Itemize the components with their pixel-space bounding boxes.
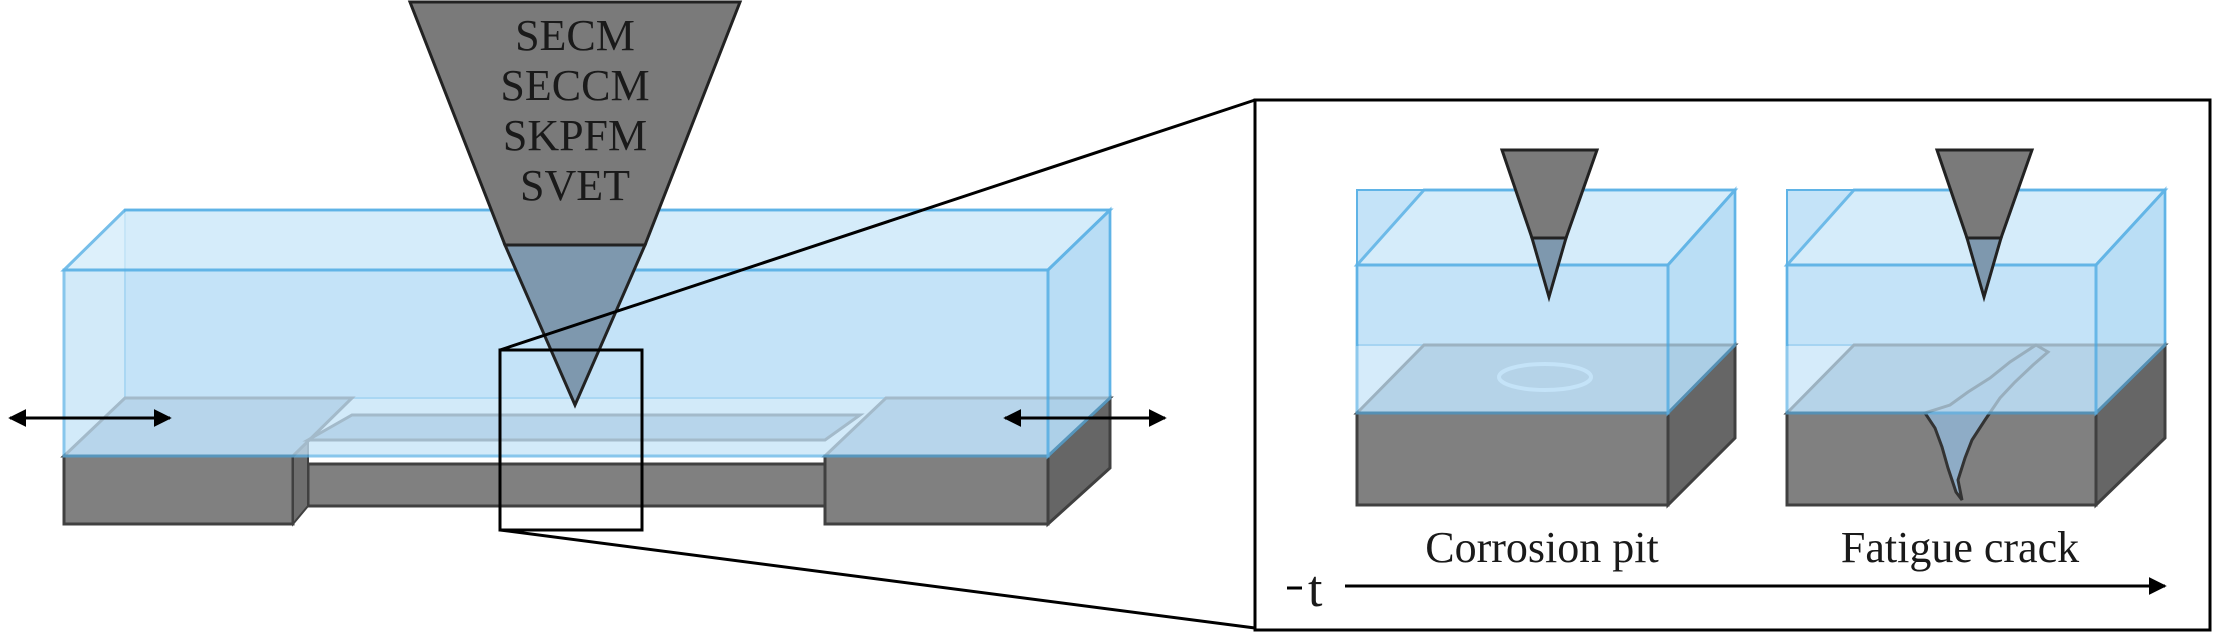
corrosion-probe-immersed <box>1530 236 1568 303</box>
corrosion-pit-label: Corrosion pit <box>1425 523 1658 572</box>
corrosion-block-front <box>1355 411 1670 507</box>
magnified-inset: Corrosion pit Fatigue crack t <box>1253 98 2212 632</box>
time-axis-label: t <box>1308 561 1323 618</box>
probe-technique-1: SECM <box>515 11 635 60</box>
corrosion-electrolyte-side <box>1666 186 1737 417</box>
fatigue-electrolyte-side <box>2094 186 2167 417</box>
fatigue-crack-label: Fatigue crack <box>1841 523 2079 572</box>
probe-technique-4: SVET <box>520 161 630 210</box>
fatigue-probe-immersed <box>1965 236 2003 303</box>
zoom-connector-bottom <box>499 528 1256 630</box>
electrolyte-side-face <box>1046 206 1112 460</box>
corrosion-electrolyte-front <box>1355 263 1670 415</box>
fatigue-crack-stage <box>1783 148 2169 509</box>
fatigue-electrolyte-front <box>1785 263 2098 415</box>
gauge-section-front <box>306 462 827 508</box>
scanning-probe: SECM SECCM SKPFM SVET <box>407 0 743 409</box>
probe-technique-3: SKPFM <box>503 111 647 160</box>
zoom-connector-top <box>499 98 1256 352</box>
zoom-indicator <box>498 98 1256 630</box>
right-grip-front <box>823 454 1050 526</box>
probe-technique-2: SECCM <box>500 61 649 110</box>
left-grip-front <box>62 454 295 526</box>
zoom-region-box <box>498 348 644 532</box>
corrosion-pit-stage <box>1353 148 1739 509</box>
